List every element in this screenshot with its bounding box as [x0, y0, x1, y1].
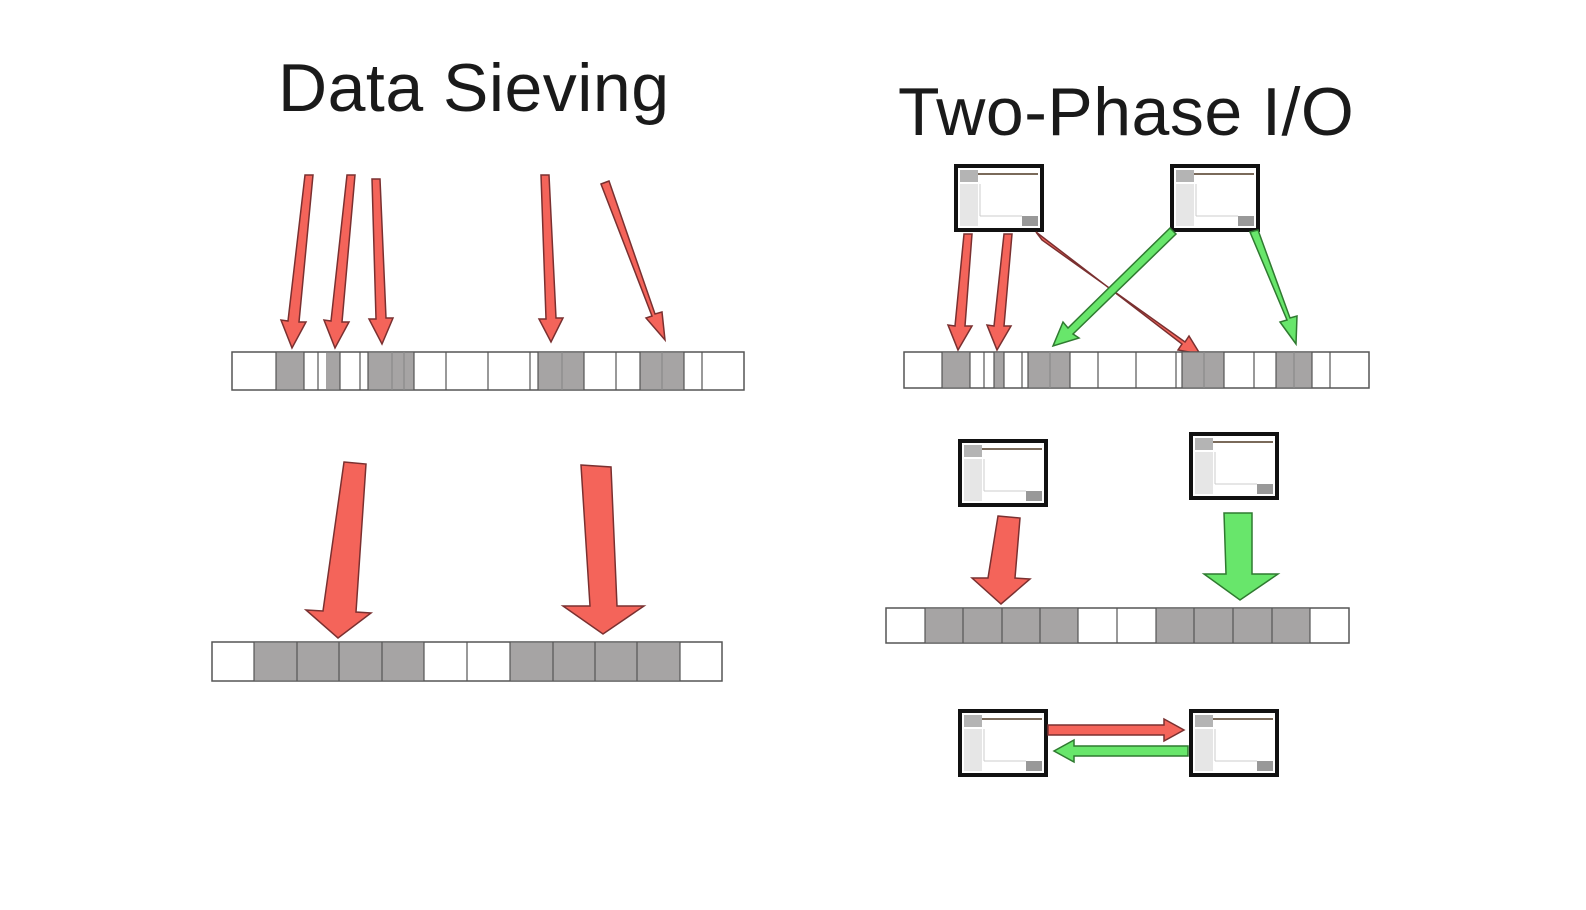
- process-window-icon: [1170, 164, 1260, 232]
- green-arrow: [1248, 229, 1298, 347]
- green-arrow: [1201, 512, 1281, 601]
- data-sieving-title: Data Sieving: [278, 50, 670, 126]
- twophase-aggregator-arrows: [970, 512, 1281, 605]
- twophase-thin-arrows: [946, 226, 1298, 356]
- red-arrow: [600, 180, 667, 343]
- red-arrow: [537, 174, 565, 344]
- process-window-icon: [958, 439, 1048, 507]
- red-arrow: [303, 461, 374, 639]
- red-arrow: [1035, 231, 1202, 356]
- red-arrow: [985, 233, 1013, 352]
- sieving-file-bar: [231, 351, 745, 391]
- red-arrow: [560, 464, 647, 635]
- twophase-exchange-arrows: [1047, 717, 1189, 764]
- twophase-collective-bar: [885, 607, 1350, 644]
- green-arrow: [1051, 226, 1178, 348]
- sieving-thin-arrows: [279, 174, 667, 350]
- sieving-collective-bar: [211, 641, 723, 682]
- red-arrow: [367, 178, 395, 346]
- red-arrow: [279, 174, 314, 350]
- two-phase-io-title: Two-Phase I/O: [898, 74, 1355, 150]
- red-arrow: [946, 233, 974, 352]
- red-arrow: [322, 174, 356, 350]
- red-arrow: [1047, 717, 1186, 743]
- green-arrow: [1052, 738, 1189, 764]
- process-window-icon: [958, 709, 1048, 777]
- process-window-icon: [954, 164, 1044, 232]
- red-arrow: [970, 515, 1032, 605]
- process-window-icon: [1189, 432, 1279, 500]
- twophase-file-bar: [903, 351, 1370, 389]
- process-window-icon: [1189, 709, 1279, 777]
- sieving-thick-arrows: [303, 461, 647, 639]
